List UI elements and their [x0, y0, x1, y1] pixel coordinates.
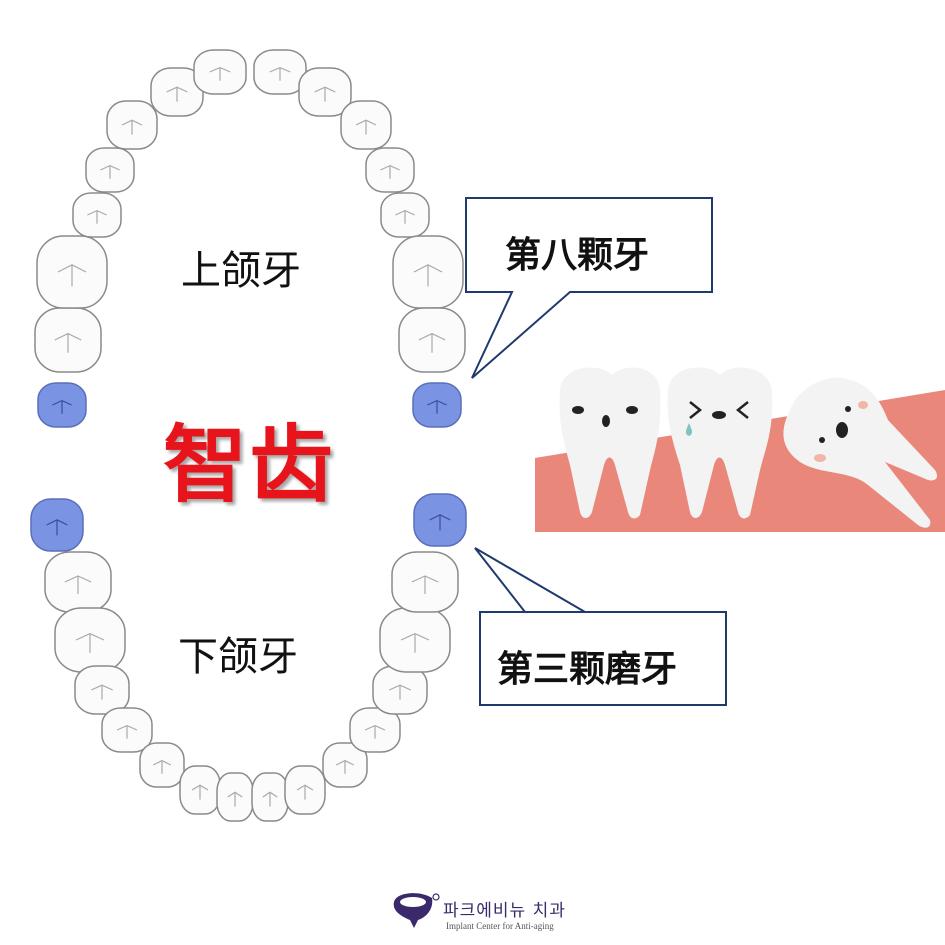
wisdom-tooth [412, 382, 462, 428]
lower-tooth [322, 742, 368, 788]
upper-tooth [106, 100, 158, 150]
lower-arch [30, 493, 467, 822]
lower-tooth [251, 772, 289, 822]
upper-tooth [365, 147, 415, 193]
lower-tooth [216, 772, 254, 822]
lower-tooth [391, 551, 459, 613]
cartoon-teeth [535, 367, 945, 532]
lower-tooth [372, 665, 428, 715]
upper-arch [34, 49, 466, 428]
lower-tooth [139, 742, 185, 788]
upper-tooth [340, 100, 392, 150]
wisdom-tooth [37, 382, 87, 428]
lower-tooth [349, 707, 401, 753]
lower-tooth [44, 551, 112, 613]
lower-tooth [74, 665, 130, 715]
lower-tooth [101, 707, 153, 753]
wisdom-tooth [413, 493, 467, 547]
lower-tooth [379, 607, 451, 673]
upper-tooth [36, 235, 108, 309]
lower-jaw-label: 下颌牙 [178, 634, 298, 680]
callout-lower-text: 第三颗磨牙 [497, 649, 678, 690]
upper-jaw-label: 上颌牙 [181, 248, 301, 294]
upper-tooth [72, 192, 122, 238]
clinic-name: 파크에비뉴 치과 [443, 901, 566, 921]
clinic-tagline: Implant Center for Anti-aging [446, 921, 554, 931]
clinic-logo-mark [393, 893, 440, 928]
upper-tooth [398, 307, 466, 373]
cartoon-tooth-1 [559, 367, 661, 519]
upper-tooth [380, 192, 430, 238]
lower-tooth [284, 765, 326, 815]
upper-tooth [193, 49, 247, 95]
callout-upper-bubble [465, 197, 713, 379]
cartoon-tooth-impacted [783, 377, 938, 528]
upper-tooth [392, 235, 464, 309]
upper-tooth [34, 307, 102, 373]
wisdom-teeth-title: 智齿 [163, 416, 336, 514]
callout-upper-text: 第八颗牙 [505, 235, 650, 276]
upper-tooth [85, 147, 135, 193]
callout-lower-bubble [474, 547, 727, 706]
wisdom-tooth [30, 498, 84, 552]
upper-tooth [253, 49, 307, 95]
upper-tooth [298, 67, 352, 117]
lower-tooth [179, 765, 221, 815]
lower-tooth [54, 607, 126, 673]
